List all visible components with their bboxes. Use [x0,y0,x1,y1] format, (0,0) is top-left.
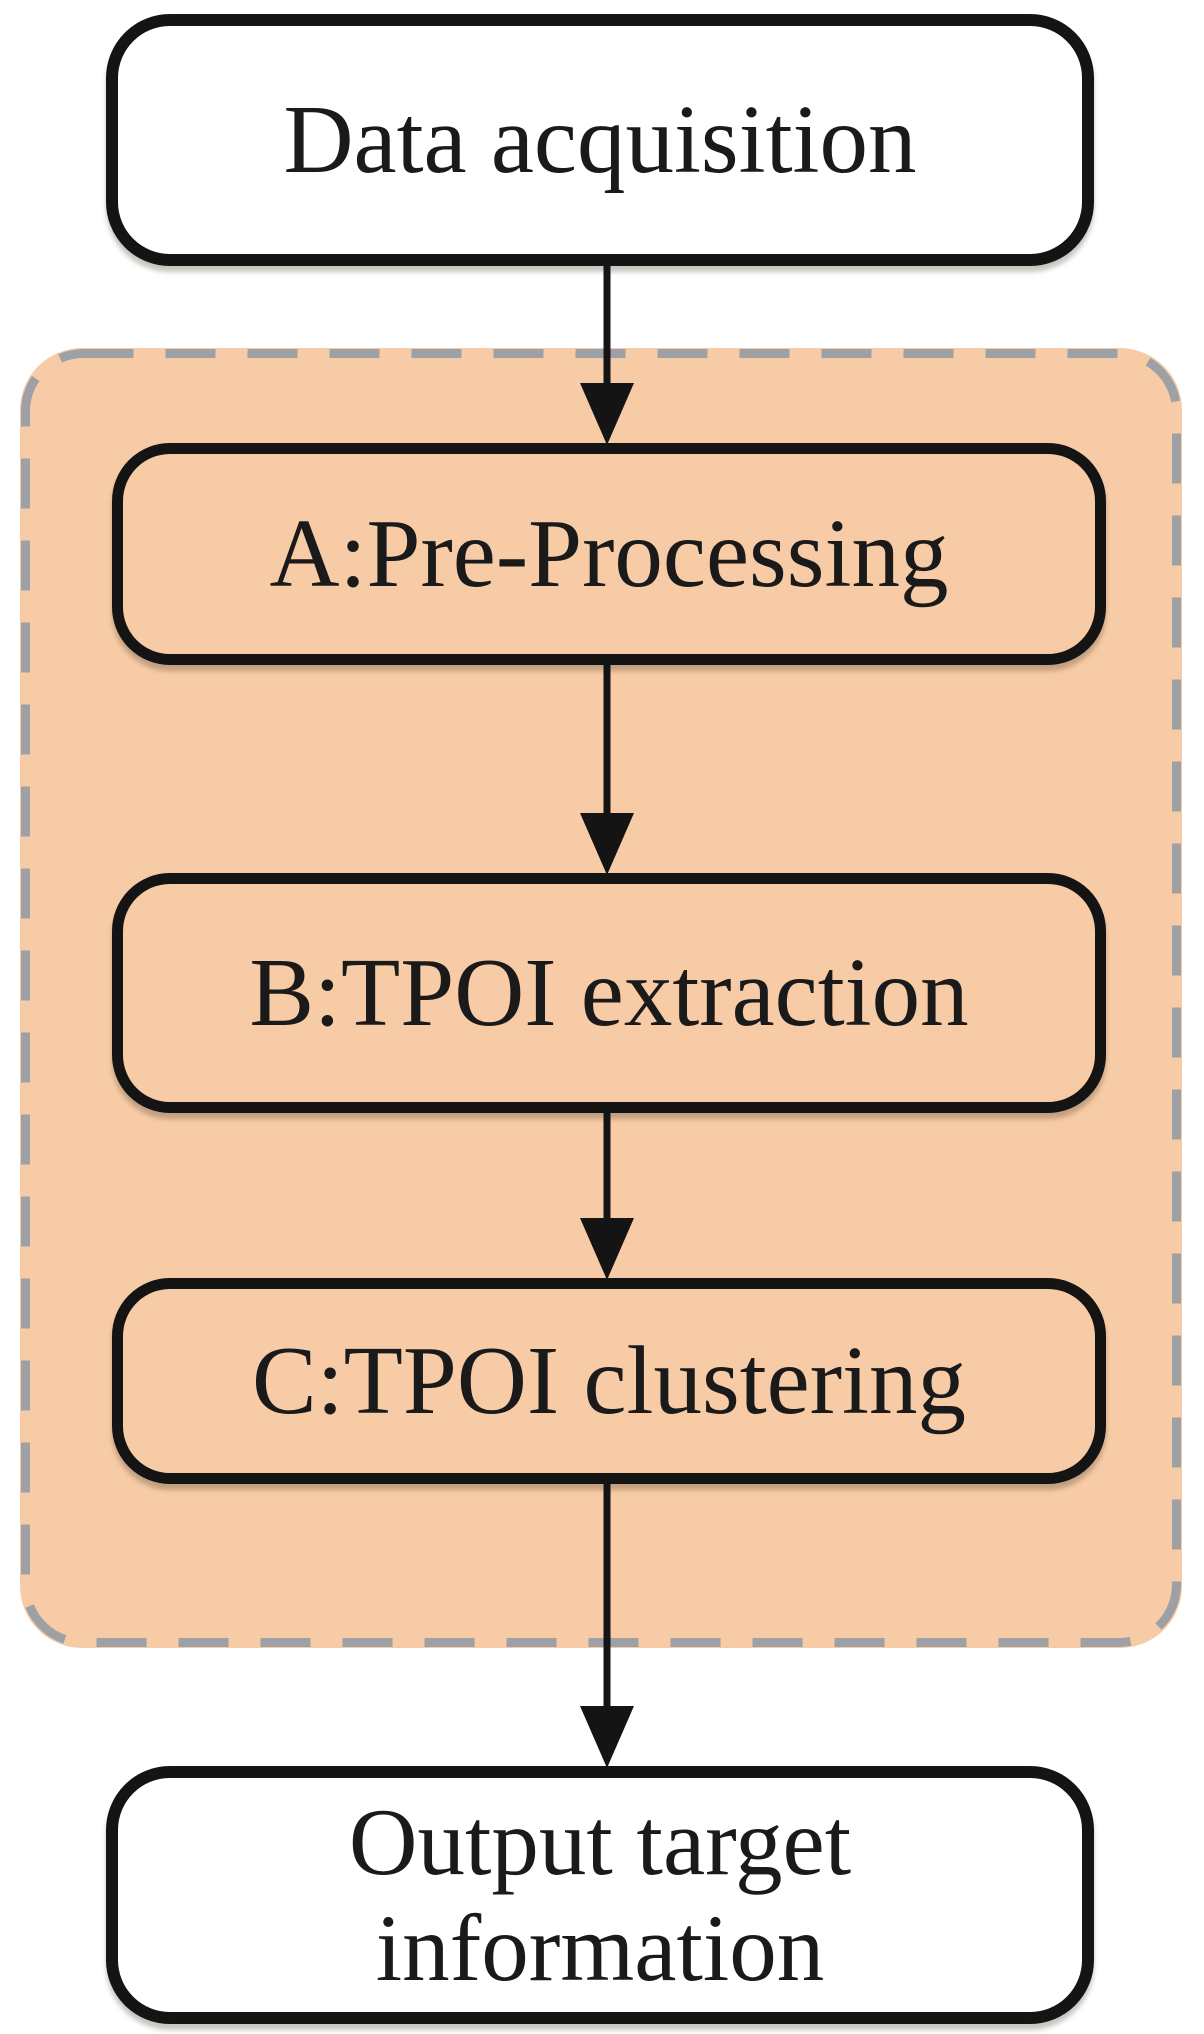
node-output-target-information-label: Output target information [348,1788,852,2001]
node-tpoi-extraction: B:TPOI extraction [112,873,1106,1113]
node-data-acquisition: Data acquisition [106,14,1094,266]
node-tpoi-extraction-label: B:TPOI extraction [249,938,969,1046]
node-output-target-information: Output target information [106,1766,1094,2024]
node-data-acquisition-label: Data acquisition [283,85,917,193]
processing-group-dashed-border [21,349,1181,1647]
node-tpoi-clustering: C:TPOI clustering [112,1278,1106,1484]
node-pre-processing-label: A:Pre-Processing [269,499,949,607]
node-tpoi-clustering-label: C:TPOI clustering [252,1326,966,1434]
node-pre-processing: A:Pre-Processing [112,443,1106,665]
